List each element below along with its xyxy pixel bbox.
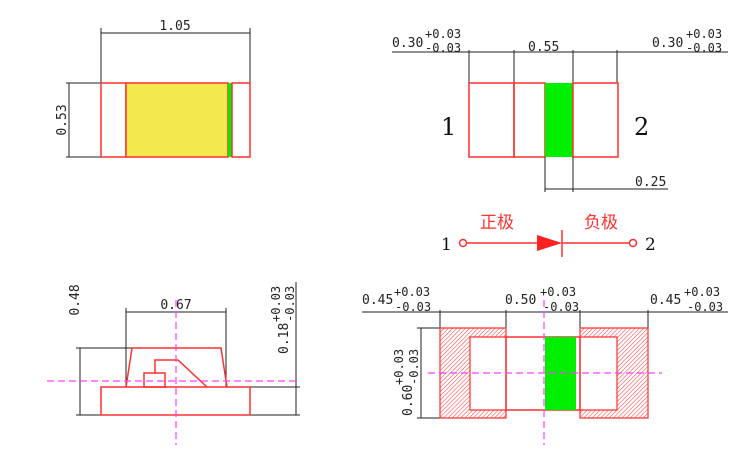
fp-gap-tol-plus: +0.03 [540,285,576,299]
center-lines [428,300,662,445]
width-dimension-line [100,28,251,83]
fp-height-tol-plus: +0.03 [392,349,406,385]
footprint-view: 0.45 +0.03 -0.03 0.50 +0.03 -0.03 0.45 +… [362,285,728,445]
width-label: 1.05 [159,19,190,34]
height-dimension-line [66,82,101,158]
body [513,82,546,158]
top-view: 1.05 0.53 [55,19,251,158]
lens [125,82,229,158]
symbol-pin-2: 2 [645,235,656,255]
left-tol-minus: -0.03 [425,41,461,55]
height-label: 0.53 [55,104,70,135]
fp-height-label: 0.60 [401,385,416,416]
fp-left-tol-minus: -0.03 [395,300,431,314]
base-height-label: 0.18 [277,323,292,354]
right-tol-plus: +0.03 [686,27,722,41]
fp-left-label: 0.45 [362,293,393,308]
middle-label: 0.55 [528,40,559,55]
total-height-label: 0.48 [68,284,83,315]
fp-height-dimension [417,327,440,419]
right-pad [572,82,619,158]
base-tol-minus: -0.03 [283,286,297,322]
chip-label: 0.25 [635,175,666,190]
fp-right-tol-plus: +0.03 [684,285,720,299]
left-pad [468,82,515,158]
footprint-dimension-line [362,310,728,337]
base-height-dimension [250,282,300,416]
base-tol-plus: +0.03 [269,286,283,322]
right-tol-minus: -0.03 [686,41,722,55]
diode-wire [467,230,629,257]
fp-height-tol-minus: -0.03 [407,349,421,385]
left-pad [100,82,127,158]
pad-dimension-line [392,50,728,83]
chip-dimension-line [544,157,668,192]
right-pad [231,82,251,158]
polarity-mark [228,83,232,157]
diode-symbol: 正极 负极 1 2 [441,213,656,257]
cathode-label: 负极 [584,213,618,233]
fp-left-tol-plus: +0.03 [394,285,430,299]
left-tol-plus: +0.03 [425,27,461,41]
fp-gap-label: 0.50 [505,293,536,308]
center-lines [47,300,296,445]
pin-1-label: 1 [441,113,456,141]
pad-view: 0.30 +0.03 -0.03 0.55 0.30 +0.03 -0.03 1… [392,27,728,192]
fp-right-label: 0.45 [650,293,681,308]
symbol-pin-1: 1 [441,235,452,255]
chip-profile [143,359,208,388]
anode-label: 正极 [480,213,514,233]
left-pad-label: 0.30 [392,36,423,51]
pin-2-terminal [628,238,638,248]
pin-2-label: 2 [634,113,649,141]
pin-1-terminal [458,238,468,248]
chip [545,83,573,157]
side-view: 0.67 0.48 0.18 +0.03 -0.03 [47,282,300,445]
fp-right-tol-minus: -0.03 [687,300,723,314]
fp-gap-tol-minus: -0.03 [543,300,579,314]
right-pad-label: 0.30 [652,36,683,51]
diode-triangle-icon [537,235,562,251]
